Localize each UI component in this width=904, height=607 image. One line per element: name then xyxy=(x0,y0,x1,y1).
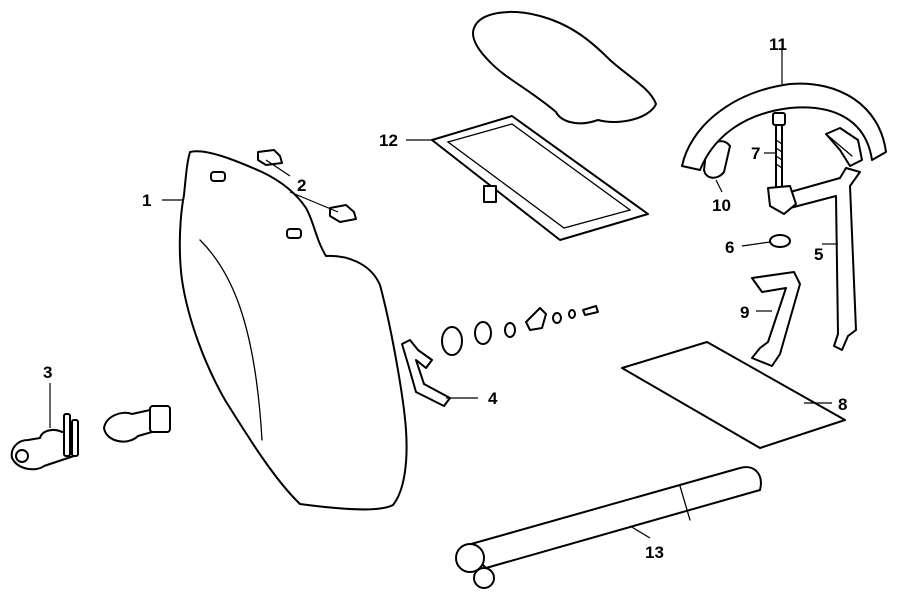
callout-7: 7 xyxy=(751,144,760,163)
part-13-pump xyxy=(455,466,762,589)
callout-12: 12 xyxy=(379,131,398,150)
part-11-fender xyxy=(681,82,887,171)
callout-11: 11 xyxy=(769,35,787,54)
callout-2: 2 xyxy=(297,176,306,195)
callout-1: 1 xyxy=(142,191,151,210)
tool-bag xyxy=(472,11,657,125)
callout-13: 13 xyxy=(645,543,664,562)
callout-8: 8 xyxy=(838,395,847,414)
part-6-spacer xyxy=(769,234,791,248)
leader-lines xyxy=(49,50,838,539)
part-4-latch-assembly xyxy=(401,305,599,407)
callout-6: 6 xyxy=(725,238,734,257)
part-7-bolt xyxy=(767,112,797,215)
part-3-lock-cylinders xyxy=(10,405,171,471)
callout-10: 10 xyxy=(712,196,731,215)
callout-9: 9 xyxy=(740,303,749,322)
callouts: 1 2 3 4 5 6 7 8 9 10 11 12 13 xyxy=(43,35,847,562)
part-1-side-panel xyxy=(178,150,408,511)
callout-5: 5 xyxy=(814,245,823,264)
part-5-bracket xyxy=(775,127,863,351)
callout-4: 4 xyxy=(488,389,498,408)
part-12-tray xyxy=(431,115,649,241)
part-8-mat xyxy=(621,341,846,449)
part-2-clips xyxy=(257,149,357,223)
part-9-strap-bracket xyxy=(751,271,801,367)
callout-3: 3 xyxy=(43,363,52,382)
